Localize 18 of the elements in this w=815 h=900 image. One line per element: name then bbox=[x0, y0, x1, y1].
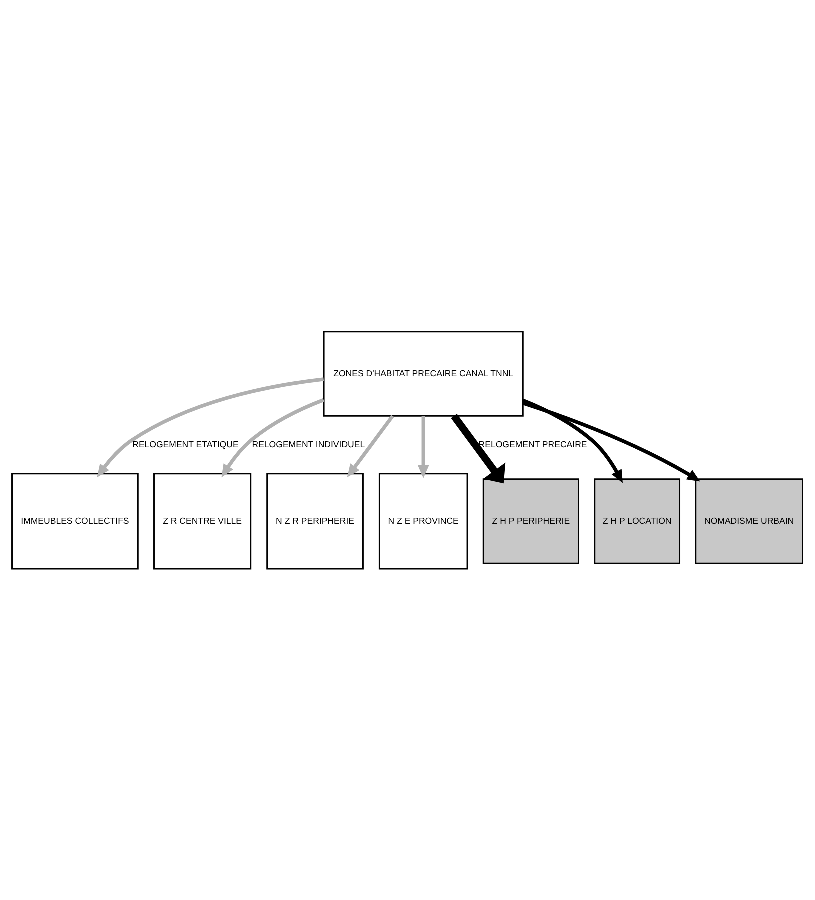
node-box: Z R CENTRE VILLE bbox=[154, 472, 252, 570]
edge-label: RELOGEMENT PRECAIRE bbox=[478, 438, 588, 449]
node-box: Z H P LOCATION bbox=[594, 478, 680, 564]
arrow bbox=[97, 377, 324, 478]
arrow bbox=[522, 398, 623, 483]
arrow bbox=[418, 416, 430, 478]
node-box: N Z E PROVINCE bbox=[378, 472, 468, 570]
node-box: IMMEUBLES COLLECTIFS bbox=[12, 472, 139, 570]
node-box: NOMADISME URBAIN bbox=[695, 478, 804, 564]
arrow bbox=[222, 398, 325, 478]
arrow bbox=[522, 401, 700, 482]
edge-label: RELOGEMENT INDIVIDUEL bbox=[252, 438, 366, 449]
node-box: Z H P PERIPHERIE bbox=[482, 478, 580, 564]
edge-label: RELOGEMENT ETATIQUE bbox=[132, 438, 239, 449]
arrow bbox=[347, 414, 394, 477]
node-box: N Z R PERIPHERIE bbox=[266, 472, 364, 570]
node-box: ZONES D'HABITAT PRECAIRE CANAL TNNL bbox=[323, 330, 524, 416]
arrow bbox=[451, 414, 506, 484]
